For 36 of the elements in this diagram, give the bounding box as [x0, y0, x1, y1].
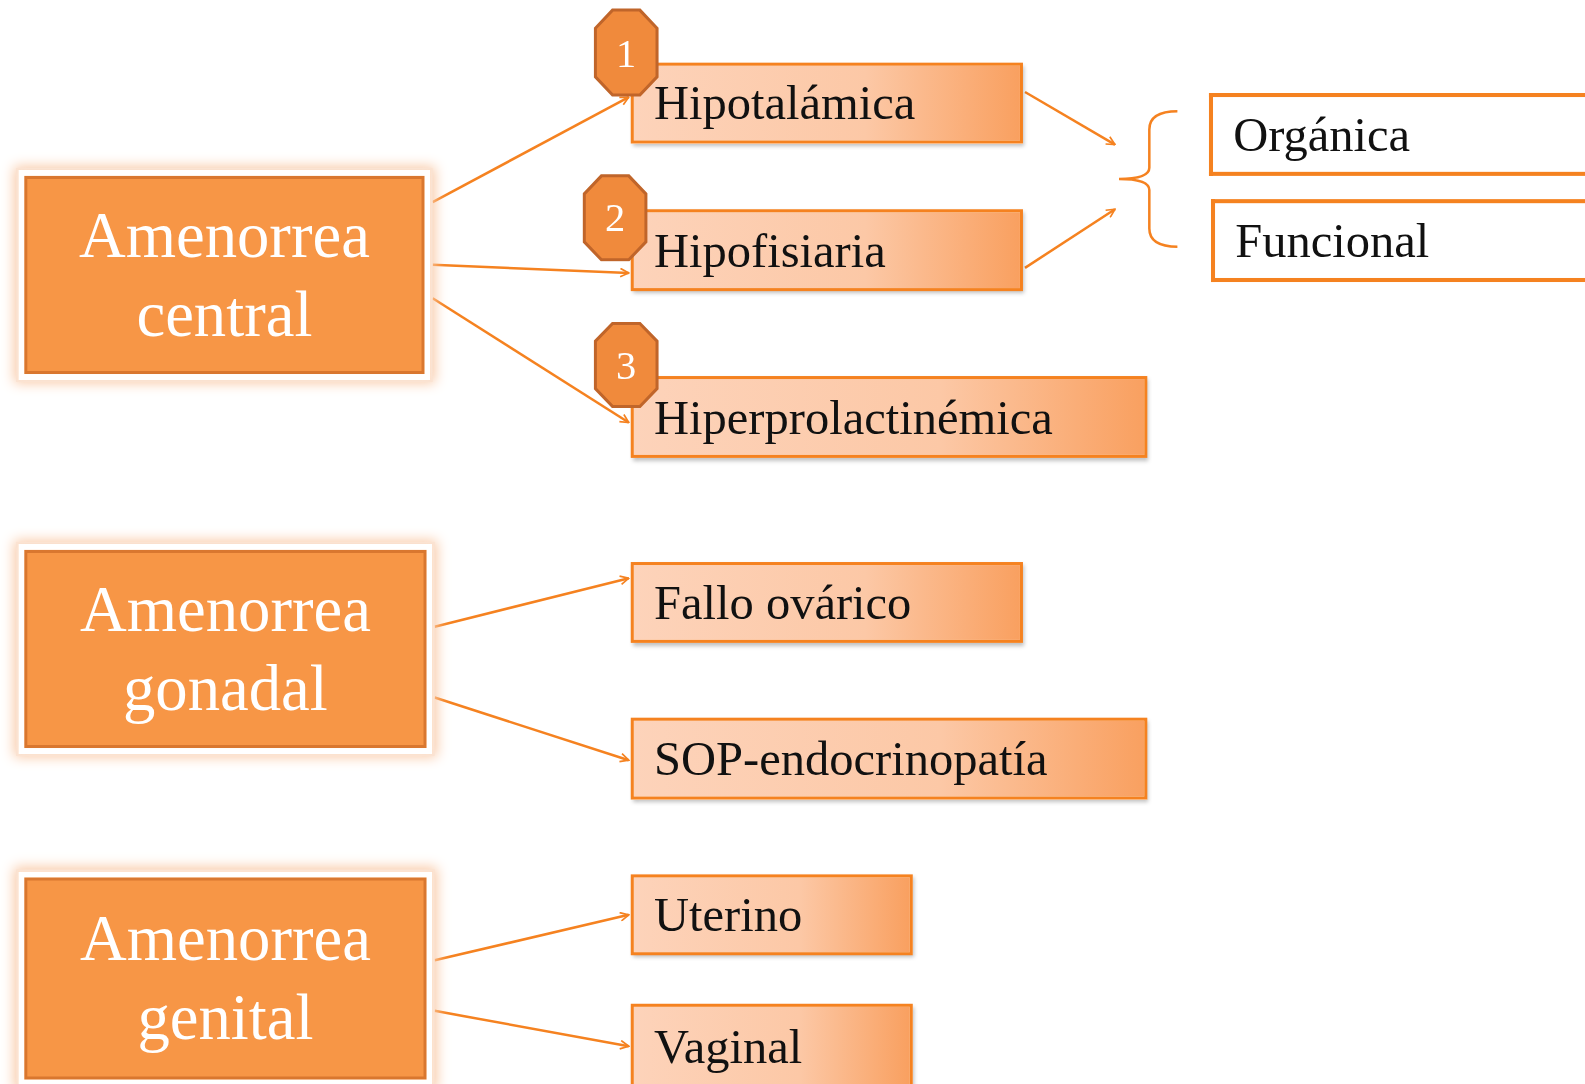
box-label: Vaginal	[654, 1018, 803, 1075]
arrow	[431, 297, 630, 424]
subtype-box	[630, 562, 1023, 643]
box-title: Amenorrea gonadal	[78, 572, 372, 726]
box-label: SOP-endocrinopatía	[654, 730, 1048, 787]
box-title: Amenorrea central	[77, 198, 371, 352]
subtype-box	[630, 717, 1148, 800]
box-label: Fallo ovárico	[654, 574, 912, 631]
box-label: Uterino	[654, 886, 803, 944]
category-box	[18, 543, 433, 755]
arrow	[434, 575, 630, 628]
box-label: Funcional	[1235, 212, 1430, 269]
badge-number: 3	[616, 341, 637, 389]
box-label: Hiperprolactinémica	[654, 388, 1053, 446]
box-label: Hipofisiaria	[654, 221, 886, 279]
arrow	[434, 911, 630, 962]
arrow	[434, 696, 630, 763]
box-label: Orgánica	[1233, 106, 1411, 163]
curly-brace	[1117, 109, 1178, 249]
arrow	[432, 263, 630, 278]
category-box	[18, 871, 433, 1084]
box-label: Hipotalámica	[654, 74, 916, 132]
arrow	[1024, 90, 1116, 146]
badge-number: 1	[616, 28, 637, 77]
outlined-box	[1211, 199, 1585, 282]
subtype-box	[630, 209, 1023, 292]
badge-number: 2	[605, 194, 626, 242]
arrow	[1024, 208, 1116, 269]
category-box	[18, 169, 431, 381]
subtype-box	[630, 874, 913, 956]
number-badge	[582, 173, 648, 262]
subtype-box	[630, 1003, 913, 1084]
box-title: Amenorrea genital	[78, 901, 372, 1056]
outlined-box	[1208, 93, 1585, 176]
arrow	[434, 1009, 630, 1050]
arrow	[432, 95, 630, 204]
